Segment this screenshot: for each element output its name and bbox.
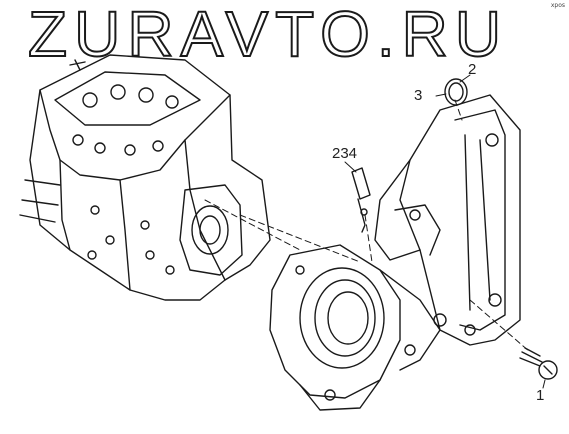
leader-lines (344, 74, 546, 389)
engine-block (19, 54, 271, 301)
timing-cover (374, 94, 521, 346)
seal-housing (269, 244, 441, 411)
assembly-guide-lines (204, 99, 531, 353)
watermark-logo: ZURAVTO.RU (27, 0, 509, 70)
callout-2: 2 (468, 61, 477, 78)
callout-3: 3 (414, 87, 423, 104)
bolt-part (519, 347, 558, 380)
speed-sensor-part (351, 167, 371, 233)
callout-234: 234 (332, 145, 358, 162)
callout-1: 1 (536, 387, 545, 404)
corner-mark: xpos (550, 2, 565, 9)
o-ring-part (444, 78, 468, 106)
